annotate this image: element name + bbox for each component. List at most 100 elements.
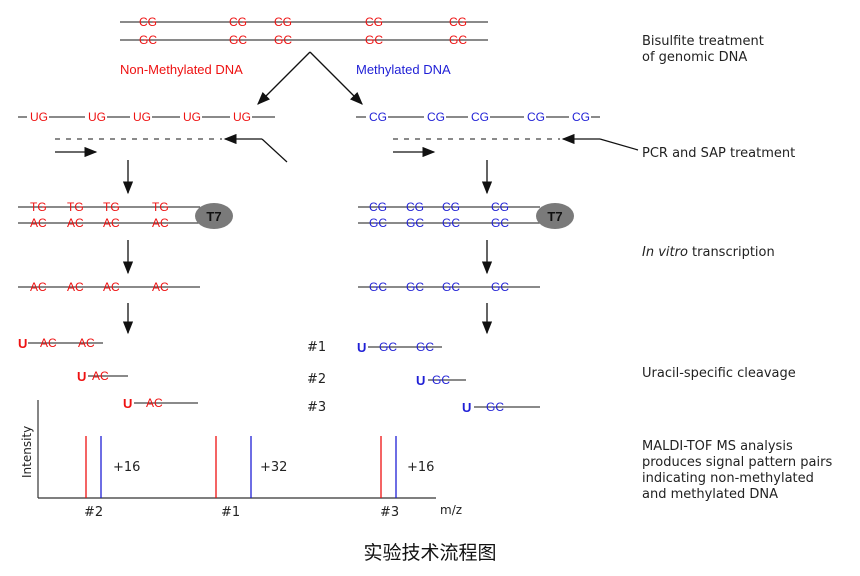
left-pcr-primers — [55, 133, 288, 163]
svg-text:#3: #3 — [307, 400, 326, 415]
svg-text:TG: TG — [30, 200, 47, 214]
svg-text:U: U — [462, 400, 471, 415]
bottom-strand-gc: GC GC GC GC GC — [139, 33, 467, 47]
svg-text:MALDI-TOF MS analysis: MALDI-TOF MS analysis — [642, 439, 793, 454]
maldi-label: MALDI-TOF MS analysis produces signal pa… — [642, 439, 832, 502]
svg-text:AC: AC — [103, 280, 120, 294]
t7-promoter-right — [536, 203, 574, 229]
svg-text:AC: AC — [30, 280, 47, 294]
svg-text:UG: UG — [133, 110, 151, 124]
svg-text:CG: CG — [369, 110, 387, 124]
peak-label: #1 — [221, 505, 240, 520]
svg-text:AC: AC — [152, 280, 169, 294]
svg-text:indicating non-methylated: indicating non-methylated — [642, 471, 814, 486]
svg-text:AC: AC — [30, 216, 47, 230]
svg-text:GC: GC — [229, 33, 247, 47]
svg-text:GC: GC — [491, 280, 509, 294]
methylated-label: Methylated DNA — [356, 62, 451, 77]
svg-text:U: U — [77, 369, 86, 384]
svg-text:U: U — [416, 373, 425, 388]
fragment-numbers: #1 #2 #3 — [307, 340, 326, 415]
svg-text:GC: GC — [406, 216, 424, 230]
non-methylated-label: Non-Methylated DNA — [120, 62, 243, 77]
svg-text:GC: GC — [486, 400, 504, 414]
top-strand-cg: CG CG CG CG CG — [139, 15, 467, 29]
svg-text:T7: T7 — [206, 209, 221, 224]
svg-text:T7: T7 — [547, 209, 562, 224]
mass-spectrum: Intensity m/z +16 +32 +16 #2 #1 #3 — [20, 400, 462, 520]
svg-text:AC: AC — [146, 396, 163, 410]
genomic-dna: CG CG CG CG CG GC GC GC GC GC — [120, 15, 488, 47]
peak-label: #2 — [84, 505, 103, 520]
left-transcript: AC AC AC AC — [18, 280, 200, 294]
svg-text:GC: GC — [365, 33, 383, 47]
split-arrow-left — [257, 51, 311, 105]
svg-text:UG: UG — [88, 110, 106, 124]
svg-text:CG: CG — [365, 15, 383, 29]
svg-text:TG: TG — [152, 200, 169, 214]
svg-text:GC: GC — [442, 280, 460, 294]
bisulfite-label-line1: Bisulfite treatment — [642, 34, 764, 49]
svg-text:AC: AC — [40, 336, 57, 350]
svg-text:TG: TG — [103, 200, 120, 214]
right-pcr-primers — [393, 133, 639, 158]
svg-text:AC: AC — [78, 336, 95, 350]
svg-text:AC: AC — [92, 369, 109, 383]
svg-text:AC: AC — [152, 216, 169, 230]
left-amplicon: TG TG TG TG AC AC AC AC T7 — [18, 200, 233, 230]
in-vitro-label: In vitro transcription — [642, 245, 775, 260]
peak-label: #3 — [380, 505, 399, 520]
svg-text:CG: CG — [442, 200, 460, 214]
svg-text:GC: GC — [416, 340, 434, 354]
svg-text:CG: CG — [527, 110, 545, 124]
svg-text:GC: GC — [369, 216, 387, 230]
svg-text:GC: GC — [442, 216, 460, 230]
svg-text:U: U — [18, 336, 27, 351]
svg-text:and methylated DNA: and methylated DNA — [642, 487, 778, 502]
mass-shift: +16 — [407, 460, 434, 475]
svg-text:CG: CG — [491, 200, 509, 214]
svg-text:GC: GC — [274, 33, 292, 47]
intensity-axis-label: Intensity — [20, 426, 34, 478]
svg-text:CG: CG — [406, 200, 424, 214]
svg-text:CG: CG — [369, 200, 387, 214]
svg-text:CG: CG — [274, 15, 292, 29]
svg-text:GC: GC — [449, 33, 467, 47]
bisulfite-label-line2: of genomic DNA — [642, 50, 747, 65]
split-arrow-right — [309, 51, 363, 105]
left-fragments: U AC AC U AC U AC — [18, 336, 198, 411]
uracil-cleavage-label: Uracil-specific cleavage — [642, 366, 796, 381]
svg-text:GC: GC — [139, 33, 157, 47]
svg-text:GC: GC — [491, 216, 509, 230]
mass-shift: +16 — [113, 460, 140, 475]
svg-text:#1: #1 — [307, 340, 326, 355]
right-fragments: U GC GC U GC U GC — [357, 340, 540, 415]
svg-text:UG: UG — [30, 110, 48, 124]
svg-text:TG: TG — [67, 200, 84, 214]
svg-text:U: U — [357, 340, 366, 355]
svg-text:GC: GC — [406, 280, 424, 294]
svg-text:GC: GC — [432, 373, 450, 387]
t7-promoter-left — [195, 203, 233, 229]
svg-text:CG: CG — [139, 15, 157, 29]
svg-text:UG: UG — [183, 110, 201, 124]
svg-text:UG: UG — [233, 110, 251, 124]
figure-caption: 实验技术流程图 — [363, 542, 497, 564]
right-converted-strand: CG CG CG CG CG — [356, 109, 600, 124]
right-transcript: GC GC GC GC — [358, 280, 540, 294]
mz-axis-label: m/z — [440, 503, 462, 517]
svg-text:GC: GC — [379, 340, 397, 354]
svg-text:CG: CG — [427, 110, 445, 124]
right-amplicon: CG CG CG CG GC GC GC GC T7 — [358, 200, 574, 230]
pcr-sap-label: PCR and SAP treatment — [642, 146, 795, 161]
left-converted-strand: UG UG UG UG UG — [18, 109, 275, 124]
svg-text:GC: GC — [369, 280, 387, 294]
svg-text:CG: CG — [449, 15, 467, 29]
svg-text:AC: AC — [103, 216, 120, 230]
svg-text:CG: CG — [572, 110, 590, 124]
svg-text:produces signal pattern pairs: produces signal pattern pairs — [642, 455, 832, 470]
svg-text:CG: CG — [471, 110, 489, 124]
svg-text:AC: AC — [67, 280, 84, 294]
svg-text:U: U — [123, 396, 132, 411]
